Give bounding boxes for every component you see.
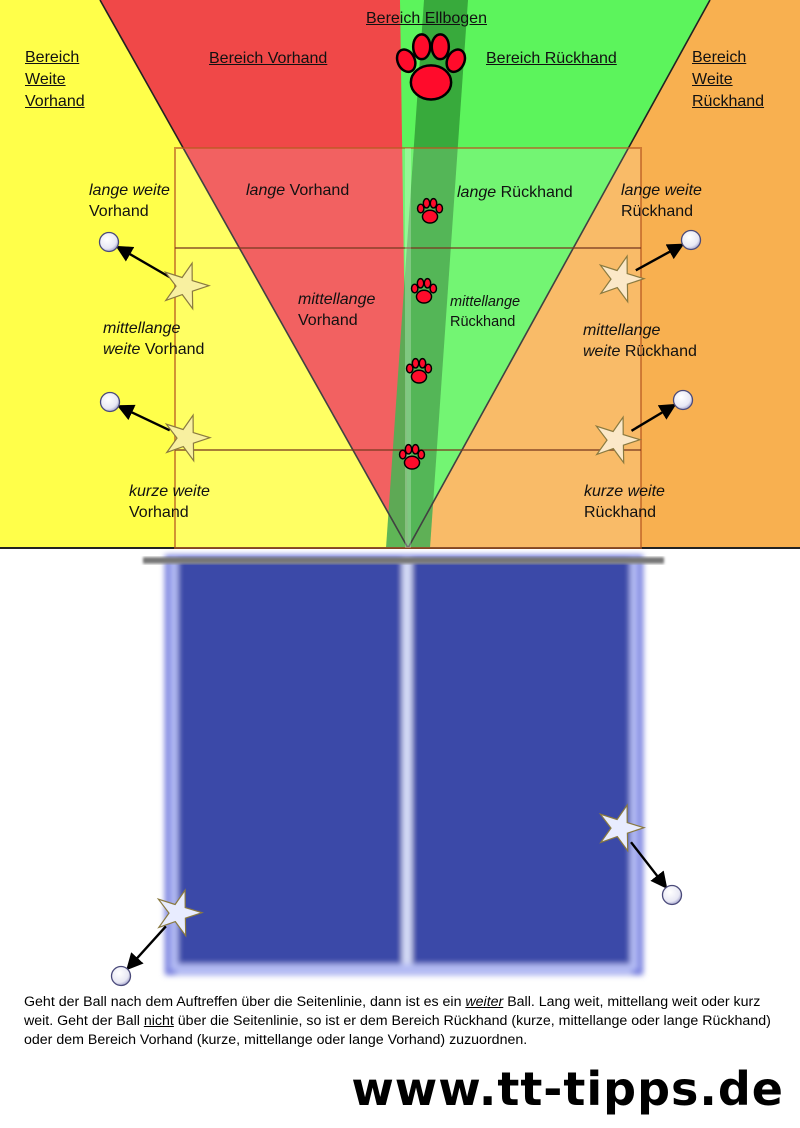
ball-icon	[99, 391, 121, 413]
label-far-forehand-3: Vorhand	[25, 93, 85, 110]
ball-icon	[661, 884, 683, 906]
net	[143, 557, 664, 564]
arrow-icon	[635, 243, 685, 272]
arrow-icon	[630, 841, 668, 889]
label-elbow-zone: Bereich Ellbogen	[366, 10, 487, 27]
arrow-icon	[115, 245, 171, 279]
arrow-icon	[116, 404, 171, 432]
table-shadow	[165, 555, 643, 975]
label-far-backhand-1: Bereich	[692, 49, 747, 66]
ball-icon	[110, 965, 132, 987]
label-far-forehand-1: Bereich	[25, 49, 80, 66]
website-url[interactable]: www.tt-tipps.de	[351, 1062, 784, 1116]
zone-backhand	[400, 0, 710, 548]
label-long-backhand: lange Rückhand	[457, 184, 573, 201]
paw-icon	[416, 197, 444, 224]
label-backhand-zone: Bereich Rückhand	[486, 50, 617, 67]
paw-icon	[405, 357, 433, 384]
ball-icon	[680, 229, 702, 251]
impact-star-icon	[594, 415, 642, 465]
impact-star-icon	[163, 261, 211, 311]
v-line-right	[407, 0, 711, 549]
arrow-icon	[126, 925, 167, 971]
paw-icon	[398, 443, 426, 470]
arrow-icon	[630, 403, 677, 432]
impact-star-icon	[598, 254, 646, 304]
label-forehand-zone: Bereich Vorhand	[209, 50, 328, 67]
description-text: Geht der Ball nach dem Auftreffen über d…	[24, 994, 771, 1048]
ball-icon	[672, 389, 694, 411]
impact-star-icon	[598, 803, 646, 853]
zone-forehand	[100, 0, 440, 548]
paw-icon	[395, 33, 467, 101]
table-outline	[174, 147, 642, 549]
label-far-forehand-2: Weite	[25, 71, 66, 88]
label-long-forehand: lange Vorhand	[246, 182, 350, 199]
zone-elbow	[386, 0, 468, 548]
label-far-backhand-3: Rückhand	[692, 93, 765, 110]
zone-far-backhand	[408, 0, 800, 548]
v-line-left	[99, 0, 409, 549]
impact-star-icon	[156, 888, 204, 938]
label-far-backhand-2: Weite	[692, 71, 733, 88]
paw-icon	[410, 277, 438, 304]
ball-icon	[98, 231, 120, 253]
impact-star-icon	[164, 413, 212, 463]
